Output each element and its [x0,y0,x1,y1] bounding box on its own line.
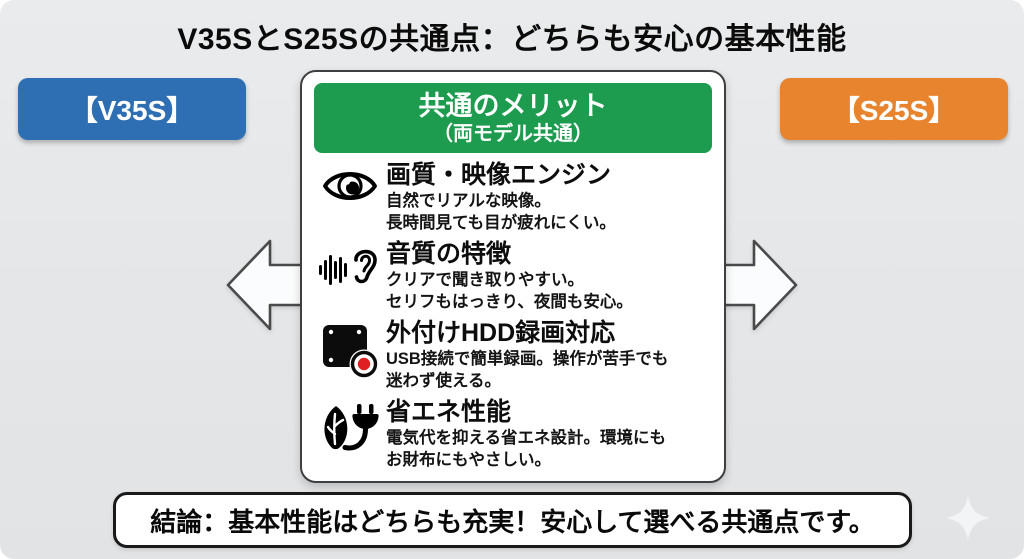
feature-title: 画質・映像エンジン [386,161,612,189]
feature-desc: 長時間見ても目が疲れにくい。 [386,214,616,232]
feature-energy-saving: 省エネ性能 電気代を抑える省エネ設計。環境にも お財布にもやさしい。 [314,397,712,476]
card-header-subtitle: （両モデル共通） [433,123,593,145]
feature-desc: クリアで聞き取りやすい。 [386,271,584,289]
feature-picture-quality: 画質・映像エンジン 自然でリアルな映像。 長時間見ても目が疲れにくい。 [314,160,712,239]
right-block-arrow-icon [718,239,798,331]
feature-title: 外付けHDD録画対応 [386,319,616,347]
eye-icon [314,160,386,207]
sparkle-icon [946,496,990,540]
left-block-arrow-icon [226,239,306,331]
feature-desc: USB接続で簡単録画。操作が苦手でも [386,350,669,368]
feature-desc: セリフもはっきり、夜間も安心。 [386,293,633,311]
feature-hdd-recording: 外付けHDD録画対応 USB接続で簡単録画。操作が苦手でも 迷わず使える。 [314,318,712,397]
leaf-plug-icon [314,397,386,460]
card-header: 共通のメリット （両モデル共通） [314,83,712,153]
feature-desc: 迷わず使える。 [386,372,502,390]
card-header-title: 共通のメリット [418,91,608,121]
feature-title: 音質の特徴 [386,240,512,268]
sound-ear-icon [314,239,386,294]
feature-title: 省エネ性能 [386,398,512,426]
hdd-record-icon [314,318,386,379]
common-merits-card: 共通のメリット （両モデル共通） 画質・映像エンジン 自然でリアルな映像。 長時… [300,70,726,483]
feature-desc: 電気代を抑える省エネ設計。環境にも [386,429,667,447]
model-badge-v35s: 【V35S】 [18,78,246,140]
conclusion-bar: 結論：基本性能はどちらも充実！安心して選べる共通点です。 [113,492,912,548]
feature-desc: お財布にもやさしい。 [386,451,551,469]
feature-desc: 自然でリアルな映像。 [386,192,551,210]
page-title: V35SとS25Sの共通点：どちらも安心の基本性能 [177,23,847,56]
feature-sound-quality: 音質の特徴 クリアで聞き取りやすい。 セリフもはっきり、夜間も安心。 [314,239,712,318]
model-badge-s25s: 【S25S】 [780,78,1008,140]
